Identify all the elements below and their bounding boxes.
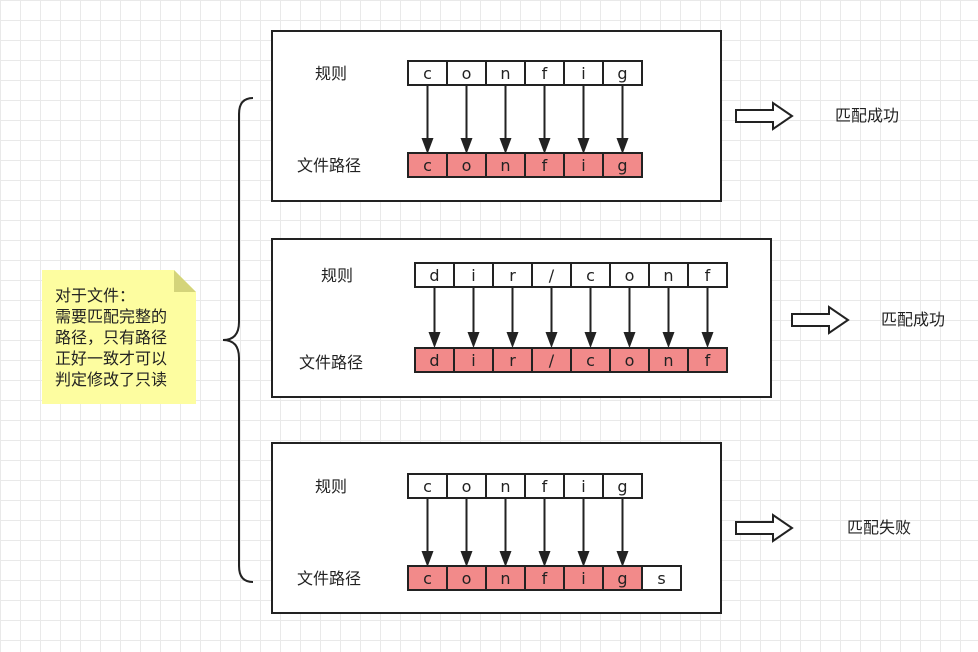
match-arrow-head	[577, 138, 590, 154]
path-char-cell: c	[407, 565, 448, 591]
path-char-cell: g	[602, 152, 643, 178]
rule-char-cell: f	[524, 473, 565, 499]
note-line: 需要匹配完整的	[55, 307, 168, 326]
match-arrow-head	[428, 332, 441, 348]
rule-char-cell: /	[531, 262, 572, 288]
rule-label: 规则	[321, 266, 354, 285]
match-arrow-head	[662, 332, 675, 348]
match-arrow-head	[499, 138, 512, 154]
path-char-cell: o	[446, 152, 487, 178]
match-arrows	[428, 288, 714, 348]
rule-char-cell: o	[609, 262, 650, 288]
match-arrow-head	[584, 332, 597, 348]
rule-char-cell: i	[563, 60, 604, 86]
match-arrow-head	[460, 138, 473, 154]
rule-char-cell: i	[563, 473, 604, 499]
result-arrow-3	[735, 513, 794, 543]
match-arrow-head	[538, 551, 551, 567]
match-arrows	[421, 86, 629, 154]
rule-char-cell: f	[687, 262, 728, 288]
result-arrow-1	[735, 101, 794, 131]
note-line: 对于文件：	[55, 286, 136, 305]
note-line: 正好一致才可以	[55, 349, 168, 368]
match-arrow-head	[538, 138, 551, 154]
path-char-cell: n	[485, 152, 526, 178]
match-arrow-head	[545, 332, 558, 348]
note-line: 判定修改了只读	[55, 370, 168, 389]
path-char-cell: f	[524, 565, 565, 591]
path-char-cell: f	[524, 152, 565, 178]
result-label-2: 匹配成功	[881, 310, 946, 329]
path-label: 文件路径	[299, 353, 364, 372]
result-label-3: 匹配失败	[847, 518, 912, 537]
rule-char-cell: g	[602, 473, 643, 499]
match-arrow-head	[577, 551, 590, 567]
sticky-note	[42, 270, 196, 404]
path-char-cell: o	[609, 347, 650, 373]
rule-char-cell: n	[485, 473, 526, 499]
rule-char-cell: f	[524, 60, 565, 86]
rule-label: 规则	[315, 477, 348, 496]
path-char-cell: c	[407, 152, 448, 178]
match-arrow-head	[460, 551, 473, 567]
match-arrow-head	[421, 551, 434, 567]
path-char-cell: n	[485, 565, 526, 591]
path-char-cell: n	[648, 347, 689, 373]
match-arrow-head	[421, 138, 434, 154]
note-line: 路径，只有路径	[55, 328, 168, 347]
path-char-cell: r	[492, 347, 533, 373]
path-char-cell: c	[570, 347, 611, 373]
rule-char-cell: o	[446, 60, 487, 86]
match-arrow-head	[506, 332, 519, 348]
path-label: 文件路径	[297, 569, 362, 588]
rule-char-cell: n	[648, 262, 689, 288]
rule-char-cell: g	[602, 60, 643, 86]
match-arrow-head	[467, 332, 480, 348]
match-arrow-head	[623, 332, 636, 348]
rule-char-cell: c	[407, 473, 448, 499]
rule-char-cell: o	[446, 473, 487, 499]
match-arrow-head	[616, 551, 629, 567]
match-arrow-head	[701, 332, 714, 348]
path-char-cell: /	[531, 347, 572, 373]
match-arrow-head	[499, 551, 512, 567]
path-char-cell: s	[641, 565, 682, 591]
rule-char-cell: c	[407, 60, 448, 86]
rule-char-cell: n	[485, 60, 526, 86]
result-arrow-2	[791, 305, 850, 335]
path-char-cell: i	[563, 565, 604, 591]
rule-char-cell: c	[570, 262, 611, 288]
path-char-cell: i	[453, 347, 494, 373]
grouping-brace	[222, 97, 254, 583]
sticky-note-text: 对于文件： 需要匹配完整的 路径，只有路径 正好一致才可以 判定修改了只读	[55, 285, 195, 390]
path-label: 文件路径	[297, 156, 362, 175]
rule-label: 规则	[315, 64, 348, 83]
path-char-cell: d	[414, 347, 455, 373]
path-char-cell: g	[602, 565, 643, 591]
match-arrows	[421, 499, 629, 567]
path-char-cell: i	[563, 152, 604, 178]
result-label-1: 匹配成功	[835, 106, 900, 125]
match-arrow-head	[616, 138, 629, 154]
path-char-cell: f	[687, 347, 728, 373]
path-char-cell: o	[446, 565, 487, 591]
rule-char-cell: r	[492, 262, 533, 288]
rule-char-cell: i	[453, 262, 494, 288]
rule-char-cell: d	[414, 262, 455, 288]
